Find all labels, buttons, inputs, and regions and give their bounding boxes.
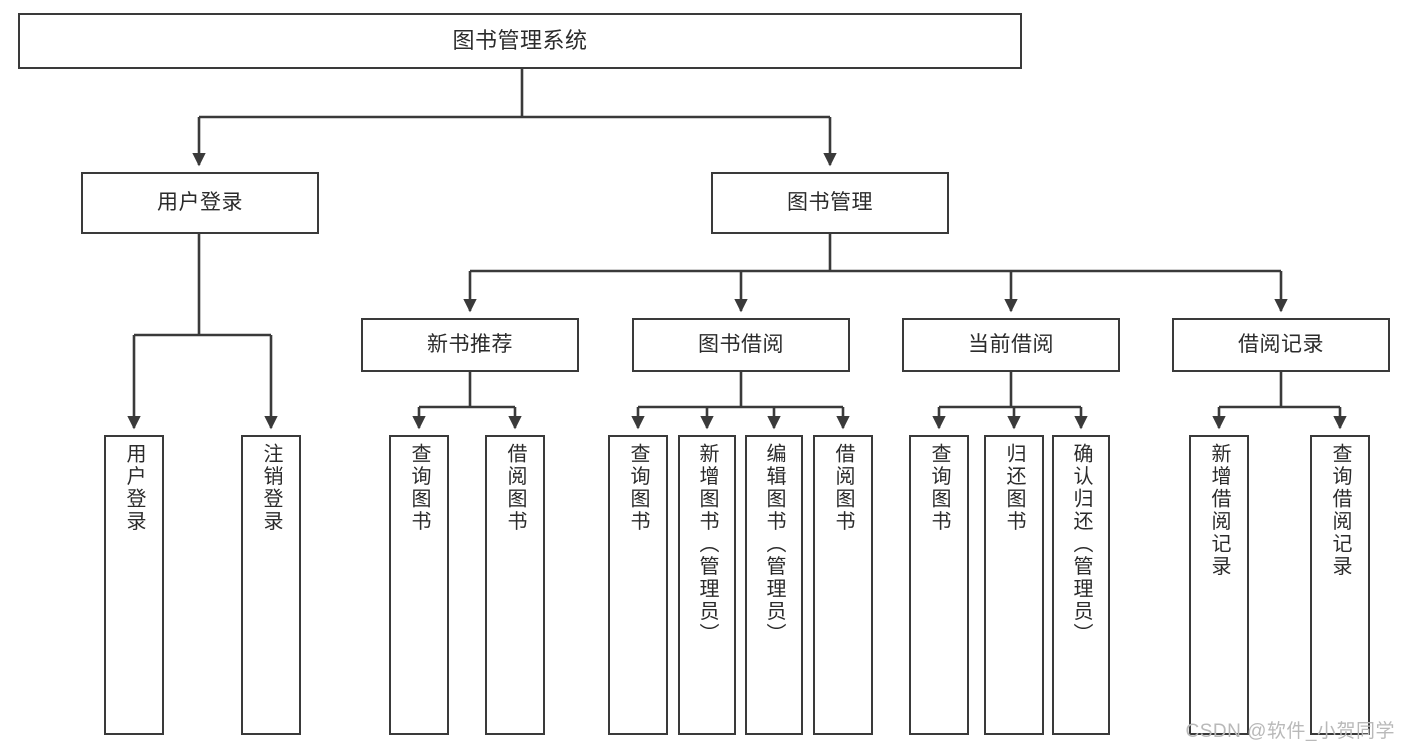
node-leaf-logout[interactable]: 注销登录 (241, 435, 301, 735)
node-leaf-borrow-book-2[interactable]: 借阅图书 (813, 435, 873, 735)
node-leaf-query-book-3[interactable]: 查询图书 (909, 435, 969, 735)
node-leaf-confirm-return[interactable]: 确认归还（管理员） (1052, 435, 1110, 735)
node-leaf-user-login[interactable]: 用户登录 (104, 435, 164, 735)
leaf-label: 注销登录 (260, 443, 282, 533)
leaf-label: 归还图书 (1003, 443, 1025, 533)
node-root[interactable]: 图书管理系统 (18, 13, 1022, 69)
node-leaf-query-book-2[interactable]: 查询图书 (608, 435, 668, 735)
leaf-label: 新增图书（管理员） (696, 443, 718, 646)
leaf-label: 用户登录 (123, 443, 145, 533)
leaf-label: 确认归还（管理员） (1070, 443, 1092, 646)
leaf-label: 编辑图书（管理员） (763, 443, 785, 646)
node-book-borrow[interactable]: 图书借阅 (632, 318, 850, 372)
node-book-manage[interactable]: 图书管理 (711, 172, 949, 234)
node-leaf-query-record[interactable]: 查询借阅记录 (1310, 435, 1370, 735)
node-leaf-query-book-1[interactable]: 查询图书 (389, 435, 449, 735)
leaf-label: 查询图书 (928, 443, 950, 533)
node-new-book-recommend[interactable]: 新书推荐 (361, 318, 579, 372)
node-leaf-edit-book[interactable]: 编辑图书（管理员） (745, 435, 803, 735)
node-leaf-add-book[interactable]: 新增图书（管理员） (678, 435, 736, 735)
node-leaf-add-record[interactable]: 新增借阅记录 (1189, 435, 1249, 735)
node-leaf-return-book[interactable]: 归还图书 (984, 435, 1044, 735)
leaf-label: 查询图书 (627, 443, 649, 533)
node-user-login[interactable]: 用户登录 (81, 172, 319, 234)
leaf-label: 借阅图书 (832, 443, 854, 533)
node-borrow-record[interactable]: 借阅记录 (1172, 318, 1390, 372)
leaf-label: 查询借阅记录 (1329, 443, 1351, 578)
leaf-label: 新增借阅记录 (1208, 443, 1230, 578)
node-current-borrow[interactable]: 当前借阅 (902, 318, 1120, 372)
leaf-label: 借阅图书 (504, 443, 526, 533)
node-leaf-borrow-book-1[interactable]: 借阅图书 (485, 435, 545, 735)
leaf-label: 查询图书 (408, 443, 430, 533)
